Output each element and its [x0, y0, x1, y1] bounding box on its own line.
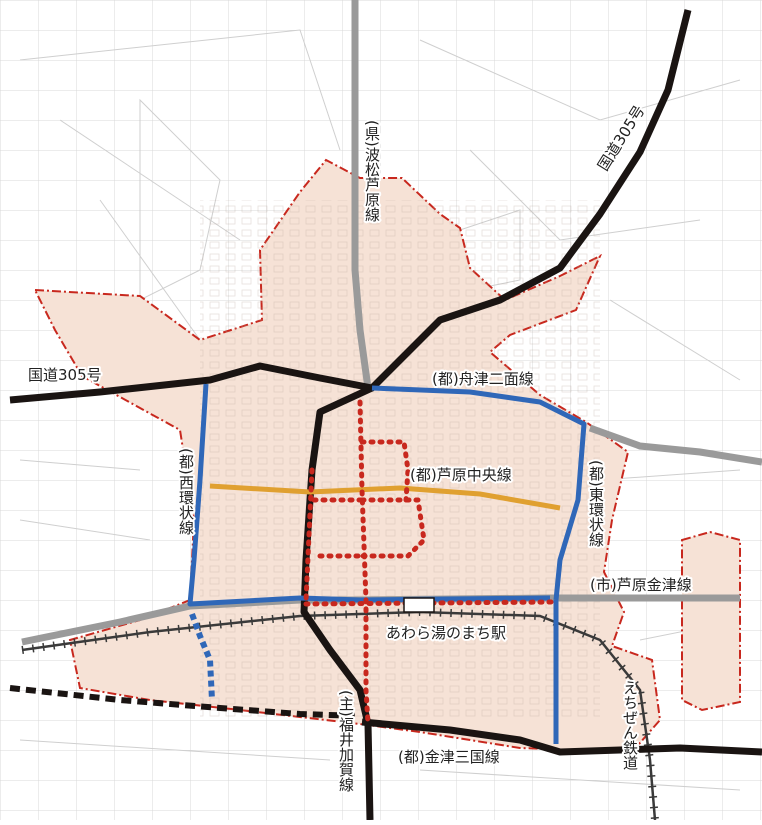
- label-ashihara-kanazu: (市)芦原金津線: [590, 576, 692, 594]
- base-map-lines: [19, 29, 741, 791]
- station-marker: [403, 597, 435, 613]
- prefectural-road-namatsu-ashihara: [351, 0, 372, 389]
- label-fukui-kaga: (主)福井加賀線: [337, 690, 355, 792]
- grey-road-east: [588, 424, 762, 466]
- planned-roads: [303, 399, 559, 727]
- urban-area-main-texture: [200, 200, 600, 720]
- label-nishi-kanjo: (都)西環状線: [177, 448, 195, 535]
- ashihara-chuo-road: [209, 483, 561, 511]
- main-road-fukui-kaga: [300, 384, 374, 821]
- funatsu-nimen-road: [371, 385, 587, 601]
- railway-ticks: [21, 607, 659, 821]
- nishi-kanjo-road: [187, 383, 551, 607]
- label-route-305-west: 国道305号: [28, 366, 102, 384]
- nishi-kanjo-planned-extension: [189, 612, 215, 701]
- dashed-railway-bottom: [9, 685, 361, 719]
- label-higashi-kanjo: (都)東環状線: [587, 460, 605, 547]
- label-ashihara-chuo: (都)芦原中央線: [410, 466, 512, 484]
- national-road-kanazu-mikuni: [361, 718, 762, 756]
- label-station: あわら湯のまち駅: [386, 624, 506, 642]
- label-funatsu-nimen: (都)舟津二面線: [432, 370, 534, 388]
- national-road-305-west: [9, 9, 692, 404]
- label-kanazu-mikuni: (都)金津三国線: [398, 748, 500, 766]
- label-echizen-railway: えちぜん鉄道: [621, 680, 639, 770]
- urban-area-east: [681, 530, 741, 712]
- label-prefectural-namatsu-ashihara: (県)波松芦原線: [363, 120, 381, 222]
